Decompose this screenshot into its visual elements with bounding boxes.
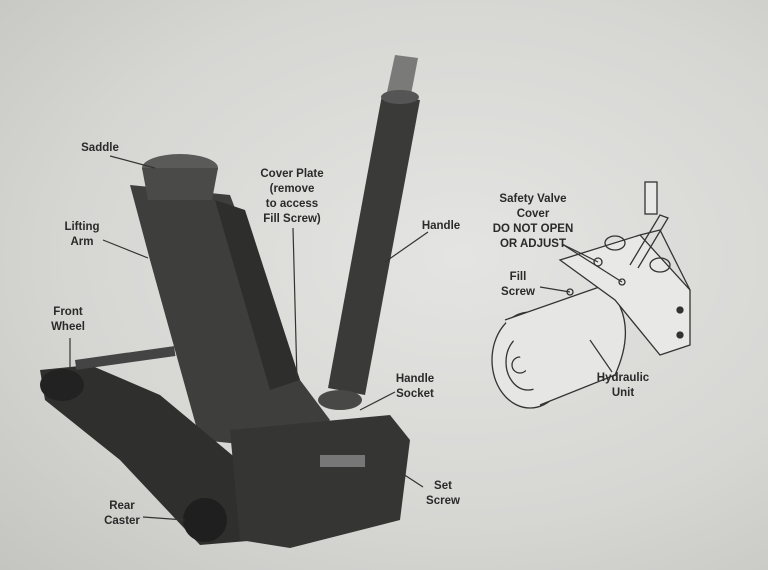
label-line: (remove bbox=[269, 183, 315, 195]
handle-illustration bbox=[328, 55, 420, 395]
label-line: OR ADJUST bbox=[499, 238, 567, 250]
label-line: Handle bbox=[395, 373, 435, 385]
label-line: Caster bbox=[104, 515, 140, 527]
label-line: Cover Plate bbox=[260, 168, 324, 180]
label-line: DO NOT OPEN bbox=[492, 223, 574, 235]
label-line: Safety Valve bbox=[499, 193, 567, 205]
hydraulic-unit-illustration bbox=[491, 181, 691, 409]
label-line: Wheel bbox=[51, 321, 85, 333]
label-line: Cover bbox=[516, 208, 550, 220]
label-saddle: Saddle bbox=[81, 141, 119, 156]
label-line: Set bbox=[434, 480, 452, 492]
label-line: Handle bbox=[421, 220, 461, 232]
label-line: Arm bbox=[70, 236, 94, 248]
jack-body-illustration bbox=[40, 154, 410, 548]
label-line: Fill bbox=[509, 271, 527, 283]
leader-lines bbox=[69, 155, 623, 521]
label-line: Fill Screw) bbox=[263, 213, 321, 225]
label-line: Unit bbox=[611, 387, 635, 399]
label-line: Socket bbox=[396, 388, 434, 400]
label-line: Saddle bbox=[81, 142, 119, 154]
label-line: Rear bbox=[109, 500, 135, 512]
label-handle: Handle bbox=[422, 219, 460, 234]
label-line: Front bbox=[53, 306, 83, 318]
label-line: Hydraulic bbox=[596, 372, 650, 384]
label-line: Screw bbox=[501, 286, 535, 298]
label-line: to access bbox=[265, 198, 319, 210]
label-line: Screw bbox=[426, 495, 460, 507]
label-line: Lifting bbox=[64, 221, 100, 233]
